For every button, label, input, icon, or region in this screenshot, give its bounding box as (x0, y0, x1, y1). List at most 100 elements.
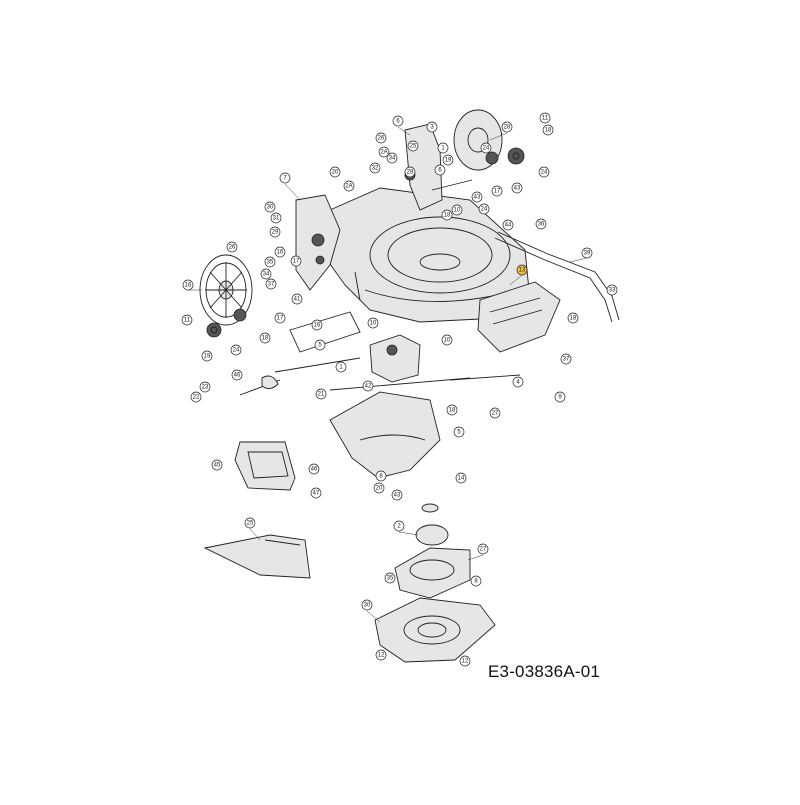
callout-label: 39 (584, 250, 591, 256)
callout-label: 18 (545, 127, 552, 133)
callout-label: 6 (438, 167, 442, 173)
callout-circle (471, 191, 483, 203)
callout-label: 47 (313, 490, 320, 496)
callout-label: 35 (387, 575, 394, 581)
callout-circle (265, 278, 277, 290)
callout-22: 22 (190, 391, 202, 403)
callout-label: 1 (441, 145, 445, 151)
callout-label: 30 (364, 602, 371, 608)
callout-circle (211, 459, 223, 471)
blade-assembly (394, 503, 471, 599)
callout-4: 4 (512, 376, 524, 388)
callout-label: 9 (558, 394, 562, 400)
callout-circle (310, 487, 322, 499)
callout-5: 5 (314, 339, 326, 351)
callout-label: 46 (234, 372, 241, 378)
drive-gearbox (329, 334, 521, 391)
callout-circle (375, 470, 387, 482)
callout-circle (441, 209, 453, 221)
callout-circle (269, 226, 281, 238)
callout-13: 13 (516, 264, 528, 276)
callout-circle (181, 314, 193, 326)
callout-circle (491, 185, 503, 197)
callout-circle (501, 121, 513, 133)
callout-label: 43 (514, 185, 521, 191)
callout-label: 18 (570, 315, 577, 321)
callout-circle (535, 218, 547, 230)
callout-circle (260, 268, 272, 280)
callout-34: 34 (386, 152, 398, 164)
callout-label: 13 (519, 267, 526, 273)
callout-label: 37 (268, 281, 275, 287)
callout-18: 18 (446, 404, 458, 416)
callout-circle (606, 284, 618, 296)
callout-47: 47 (310, 487, 322, 499)
callout-circle (489, 407, 501, 419)
callout-7: 7 (279, 172, 291, 184)
callout-label: 18 (444, 212, 451, 218)
callout-circle (362, 380, 374, 392)
callout-1: 1 (437, 142, 449, 154)
callout-27: 27 (489, 407, 501, 419)
callout-28: 28 (404, 166, 416, 178)
rear-discharge (477, 281, 561, 353)
callout-label: 19 (445, 157, 452, 163)
callout-circle (279, 172, 291, 184)
callout-circle (315, 388, 327, 400)
callout-circle (226, 241, 238, 253)
callout-label: 2A (380, 149, 387, 155)
callout-27: 27 (477, 543, 489, 555)
callout-43: 43 (471, 191, 483, 203)
callout-26: 26 (375, 132, 387, 144)
callout-31: 31 (270, 212, 282, 224)
callout-6: 6 (392, 115, 404, 127)
callout-label: 34 (389, 155, 396, 161)
callout-label: 10 (370, 320, 377, 326)
callout-label: 35 (267, 259, 274, 265)
callout-18: 18 (567, 312, 579, 324)
callout-35: 35 (264, 256, 276, 268)
callout-circle (274, 312, 286, 324)
callout-circle (502, 219, 514, 231)
callout-46: 46 (308, 463, 320, 475)
callout-label: 28 (504, 124, 511, 130)
callout-label: 36 (538, 221, 545, 227)
callout-label: 21 (318, 391, 325, 397)
callout-circle (480, 142, 492, 154)
callout-11: 11 (539, 112, 551, 124)
callout-label: 43 (474, 194, 481, 200)
callout-36: 36 (535, 218, 547, 230)
callout-label: 25 (247, 520, 254, 526)
callout-circle (231, 369, 243, 381)
callout-circle (378, 146, 390, 158)
callout-label: 31 (273, 215, 280, 221)
callout-42: 42 (362, 380, 374, 392)
callout-circle (369, 162, 381, 174)
callout-14: 14 (455, 472, 467, 484)
callout-circle (581, 247, 593, 259)
callout-label: 18 (262, 335, 269, 341)
callout-30: 30 (361, 599, 373, 611)
callout-circle (470, 575, 482, 587)
callout-18: 18 (542, 124, 554, 136)
mulch-deflector (329, 391, 441, 479)
callout-26: 26 (226, 241, 238, 253)
callout-39: 39 (581, 247, 593, 259)
callout-label: 7 (283, 175, 287, 181)
callout-label: 17 (494, 188, 501, 194)
callout-label: 44 (505, 222, 512, 228)
callout-label: 2 (397, 523, 401, 529)
callout-label: 37 (563, 356, 570, 362)
callout-circle (451, 204, 463, 216)
callout-circle (264, 201, 276, 213)
callout-label: 16 (314, 322, 321, 328)
callout-circle (375, 132, 387, 144)
callout-44: 44 (502, 219, 514, 231)
callout-24: 24 (480, 142, 492, 154)
callout-45: 45 (211, 459, 223, 471)
callout-label: 17 (293, 258, 300, 264)
callout-circle (199, 381, 211, 393)
callout-circle (373, 482, 385, 494)
